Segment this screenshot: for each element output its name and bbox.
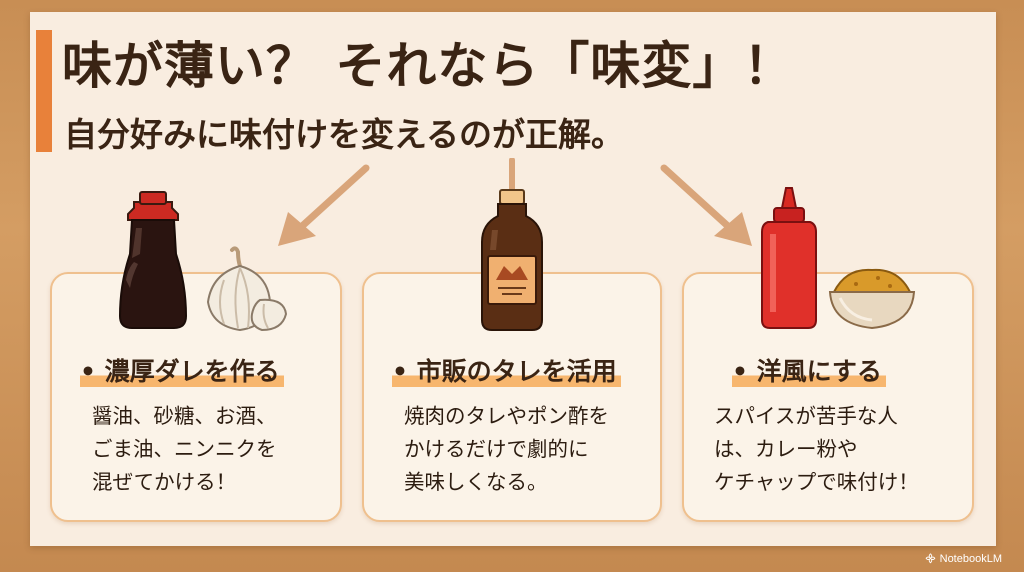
card-heading: • 濃厚ダレを作る	[80, 352, 284, 390]
card-body: 焼肉のタレやポン酢を かけるだけで劇的に 美味しくなる。	[404, 404, 609, 494]
arrow-center-icon	[509, 158, 515, 197]
page-subtitle: 自分好みに味付けを変えるのが正解。	[64, 115, 625, 154]
sauce-bottle-icon	[481, 189, 543, 331]
ketchup-bottle-icon	[761, 187, 817, 329]
card-western-style: • 洋風にする スパイスが苦手な人 は、カレー粉や ケチャップで味付け！	[682, 272, 974, 522]
card-body: スパイスが苦手な人 は、カレー粉や ケチャップで味付け！	[714, 404, 919, 494]
arrow-right-icon	[660, 164, 752, 246]
arrow-left-icon	[278, 164, 370, 246]
card-heading: • 市販のタレを活用	[392, 352, 621, 390]
curry-powder-bowl-icon	[828, 268, 916, 330]
card-rich-sauce: • 濃厚ダレを作る 醤油、砂糖、お酒、 ごま油、ニンニクを 混ぜてかける！	[50, 272, 342, 522]
page-title: 味が薄い？ それなら「味変」！	[62, 37, 795, 95]
soy-sauce-bottle-icon	[118, 191, 188, 329]
brand-icon: ᯽	[924, 553, 940, 565]
title-accent-bar	[36, 30, 52, 152]
garlic-icon	[206, 246, 288, 332]
card-heading: • 洋風にする	[732, 352, 886, 390]
card-body: 醤油、砂糖、お酒、 ごま油、ニンニクを 混ぜてかける！	[92, 404, 277, 494]
brand-label: ᯽ NotebookLM	[924, 553, 1002, 565]
